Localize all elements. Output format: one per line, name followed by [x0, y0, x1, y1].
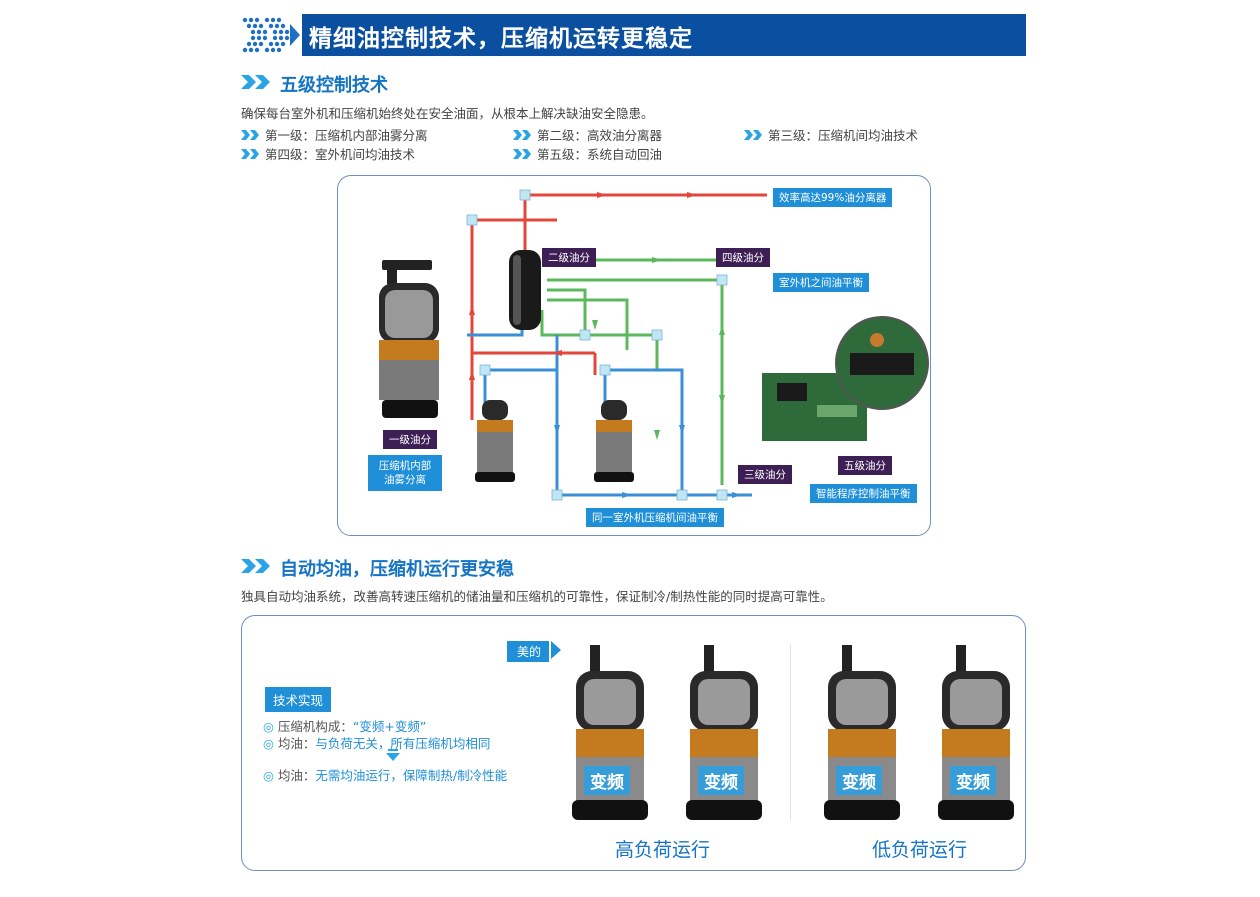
- label-smart-control: 智能程序控制油平衡: [810, 484, 917, 503]
- brand-tag-arrow-icon: [551, 641, 561, 663]
- compressor-type-label: 变频: [836, 766, 882, 795]
- compressor-image: [824, 645, 900, 820]
- section-description: 确保每台室外机和压缩机始终处在安全油面，从根本上解决缺油安全隐患。: [241, 106, 654, 121]
- small-compressor-image: [594, 400, 634, 482]
- compressor-type-label: 变频: [950, 766, 996, 795]
- label-fourth-level: 四级油分: [716, 248, 770, 267]
- tech-line: ◎ 压缩机构成：“变频+变频”: [263, 719, 427, 734]
- mini-chevron-icon: [513, 149, 531, 159]
- chevron-logo-icon: [240, 14, 302, 56]
- bullet-ring-icon: ◎: [263, 768, 274, 783]
- tech-implementation-tag: 技术实现: [265, 687, 332, 712]
- section-chevron-icon: [241, 73, 275, 95]
- label-third-level: 三级油分: [738, 465, 792, 484]
- section-title-five-level: 五级控制技术: [280, 75, 388, 96]
- down-arrow-icon: [386, 748, 400, 767]
- caption-high-load: 高负荷运行: [615, 839, 711, 861]
- brand-tag: 美的: [507, 641, 550, 662]
- compressor-image: [686, 645, 762, 820]
- level-item: 第一级：压缩机内部油雾分离: [241, 125, 428, 144]
- level-item: 第二级：高效油分离器: [513, 125, 662, 144]
- page-title: 精细油控制技术，压缩机运转更稳定: [309, 26, 693, 52]
- mini-chevron-icon: [513, 130, 531, 140]
- section-chevron-icon: [241, 557, 275, 579]
- mini-chevron-icon: [241, 130, 259, 140]
- control-board-image: [762, 316, 929, 441]
- section-description: 独具自动均油系统，改善高转速压缩机的储油量和压缩机的可靠性，保证制冷/制热性能的…: [241, 589, 833, 604]
- mini-chevron-icon: [241, 149, 259, 159]
- tech-line: ◎ 均油：与负荷无关，所有压缩机均相同: [263, 736, 491, 751]
- label-outdoor-balance: 室外机之间油平衡: [773, 273, 869, 292]
- section-title-auto-balance: 自动均油，压缩机运行更安稳: [280, 559, 514, 580]
- compressor-type-label: 变频: [698, 766, 744, 795]
- level-item: 第五级：系统自动回油: [513, 144, 662, 163]
- green-pipe-lines: [540, 258, 767, 485]
- bullet-ring-icon: ◎: [263, 736, 274, 751]
- level-item: 第四级：室外机间均油技术: [241, 144, 415, 163]
- bullet-ring-icon: ◎: [263, 719, 274, 734]
- label-second-level: 二级油分: [542, 248, 596, 267]
- header-banner: [240, 14, 1026, 56]
- label-first-level: 一级油分: [383, 430, 437, 449]
- label-same-unit-balance: 同一室外机压缩机间油平衡: [586, 508, 724, 527]
- panel-divider: [790, 645, 791, 820]
- label-fifth-level: 五级油分: [838, 456, 892, 475]
- label-separator-efficiency: 效率高达99%油分离器: [773, 188, 893, 207]
- small-compressor-image: [475, 400, 515, 482]
- tech-line: ◎ 均油：无需均油运行，保障制热/制冷性能: [263, 768, 508, 783]
- oil-separator-tank: [509, 250, 541, 330]
- label-internal-mist-separation: 压缩机内部 油雾分离: [368, 455, 442, 491]
- caption-low-load: 低负荷运行: [872, 839, 968, 861]
- compressor-image: [572, 645, 648, 820]
- compressor-type-label: 变频: [584, 766, 630, 795]
- large-compressor-image: [379, 260, 439, 418]
- level-item: 第三级：压缩机间均油技术: [744, 125, 918, 144]
- compressor-image: [938, 645, 1014, 820]
- mini-chevron-icon: [744, 130, 762, 140]
- pipe-joints: [466, 189, 728, 501]
